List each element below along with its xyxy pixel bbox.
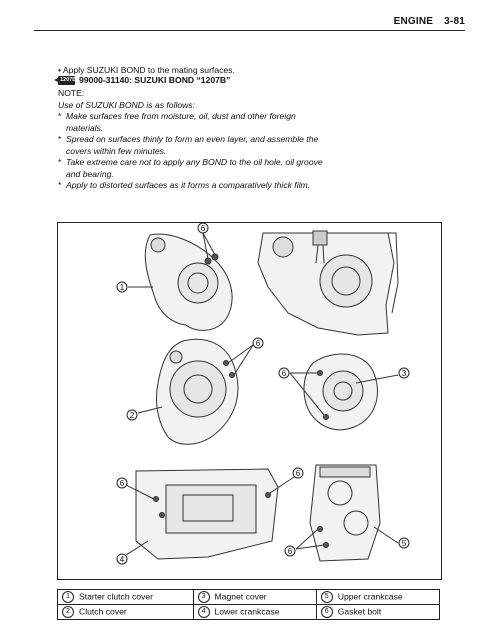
legend-label: Upper crankcase [337, 591, 403, 602]
note-block: NOTE: Use of SUZUKI BOND is as follows: … [58, 88, 323, 192]
note-list: Make surfaces free from moisture, oil, d… [58, 111, 323, 192]
callout-6: 6 [201, 224, 206, 233]
legend-number: 3 [197, 591, 210, 603]
legend-number: 2 [62, 606, 74, 618]
callout-3: 3 [402, 369, 407, 378]
lower-crankcase-drawing [125, 468, 295, 560]
bond-tube-icon: 1207B [54, 76, 77, 86]
callout-5: 5 [402, 539, 407, 548]
note-item: Spread on surfaces thinly to form an eve… [58, 134, 323, 157]
note-intro: Use of SUZUKI BOND is as follows: [58, 99, 196, 110]
legend-label: Lower crankcase [214, 606, 280, 617]
upper-crankcase-drawing [295, 464, 399, 562]
instruction-text: Apply SUZUKI BOND to the mating surfaces… [62, 65, 235, 75]
legend-cell: 1 Starter clutch cover [57, 589, 194, 605]
bond-icon-label: 1207B [60, 77, 77, 84]
legend-number: 1 [62, 591, 74, 603]
callout-group: 6 1 6 2 6 3 6 6 4 6 5 [116, 223, 410, 565]
legend-cell: 6 Gasket bolt [315, 604, 441, 620]
callout-2: 2 [130, 411, 135, 420]
callout-1: 1 [120, 283, 125, 292]
page-number: 3-81 [444, 16, 465, 27]
callout-4: 4 [120, 555, 125, 564]
starter-clutch-cover-drawing [128, 232, 233, 331]
engine-cover-illustration: 6 1 6 2 6 3 6 6 4 6 5 [57, 222, 442, 580]
legend-label: Clutch cover [79, 606, 127, 617]
parts-legend: 1 Starter clutch cover 3 Magnet cover 5 Upp… [57, 589, 441, 620]
note-title: NOTE: [58, 88, 85, 98]
callout-6: 6 [288, 547, 293, 556]
page-header: ENGINE 3-81 [394, 16, 465, 27]
magnet-cover-drawing [289, 353, 399, 431]
header-rule [34, 30, 465, 31]
legend-cell: 3 Magnet cover [192, 589, 317, 605]
legend-cell: 5 Upper crankcase [315, 589, 441, 605]
legend-number: 6 [320, 606, 333, 618]
legend-number: 4 [197, 606, 210, 618]
clutch-cover-drawing [137, 338, 254, 445]
section-title: ENGINE [393, 16, 434, 27]
bond-spec: 1207B 99000-31140: SUZUKI BOND “1207B” [54, 75, 323, 87]
callout-6: 6 [296, 469, 301, 478]
note-item: Apply to distorted surfaces as it forms … [58, 180, 323, 192]
legend-row: 2 Clutch cover 4 Lower crankcase 6 Gasket b… [57, 604, 441, 620]
callout-6: 6 [282, 369, 287, 378]
note-item: Make surfaces free from moisture, oil, d… [58, 111, 323, 134]
legend-cell: 2 Clutch cover [57, 604, 194, 620]
note-item: Take extreme care not to apply any BOND … [58, 157, 323, 180]
callout-6: 6 [120, 479, 125, 488]
legend-cell: 4 Lower crankcase [192, 604, 317, 620]
crankcase-side-drawing [257, 230, 399, 336]
bond-part-number: 99000-31140: SUZUKI BOND “1207B” [79, 75, 231, 85]
legend-label: Magnet cover [214, 591, 267, 602]
instruction-bullet: • Apply SUZUKI BOND to the mating surfac… [58, 65, 235, 75]
legend-label: Starter clutch cover [79, 591, 154, 602]
legend-number: 5 [320, 591, 333, 603]
callout-6: 6 [256, 339, 261, 348]
legend-row: 1 Starter clutch cover 3 Magnet cover 5 Upp… [57, 589, 441, 605]
legend-label: Gasket bolt [337, 606, 382, 617]
